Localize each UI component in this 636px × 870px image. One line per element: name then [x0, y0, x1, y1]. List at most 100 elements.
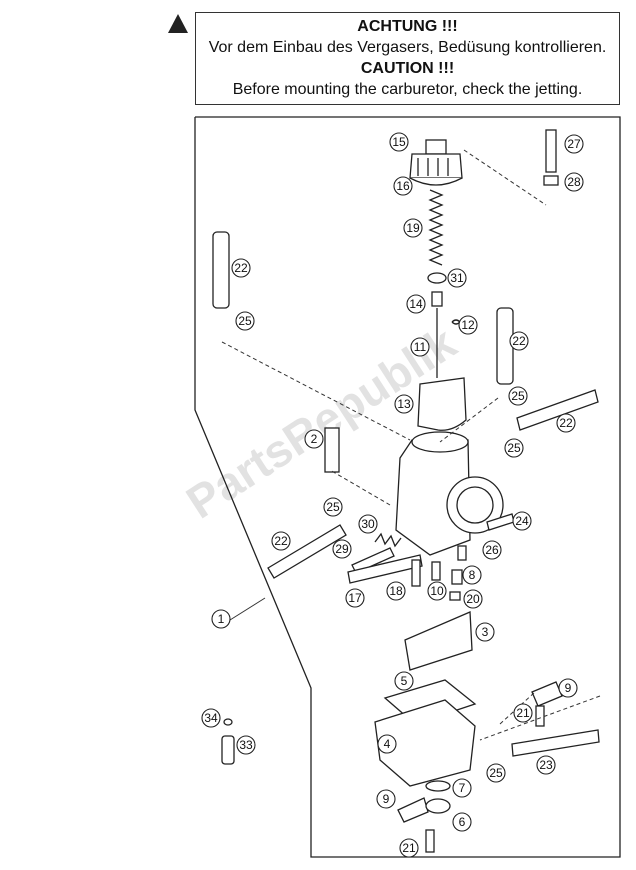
callout-5	[394, 671, 414, 691]
callout-label: 3	[482, 625, 489, 639]
carburetor-body	[395, 431, 504, 556]
float	[404, 611, 473, 671]
callout-27	[564, 134, 584, 154]
callout-label: 34	[204, 711, 218, 725]
drain-plug	[425, 798, 451, 814]
callout-33	[236, 735, 256, 755]
callout-label: 6	[459, 815, 466, 829]
adjust-screw	[545, 129, 557, 173]
callout-1	[211, 609, 231, 629]
callout-label: 2	[311, 432, 318, 446]
callout-23	[536, 755, 556, 775]
callout-10	[427, 581, 447, 601]
callout-8	[462, 565, 482, 585]
bracket-upper	[531, 681, 563, 707]
callout-label: 14	[409, 297, 423, 311]
callout-label: 33	[239, 738, 253, 752]
vent-hose-lower	[267, 524, 347, 579]
callout-label: 7	[459, 781, 466, 795]
callout-label: 22	[559, 416, 573, 430]
callout-3	[475, 622, 495, 642]
callout-30	[358, 514, 378, 534]
callout-label: 22	[512, 334, 526, 348]
callout-22a	[231, 258, 251, 278]
callout-label: 21	[402, 841, 416, 855]
callout-label: 15	[392, 135, 406, 149]
callout-label: 31	[450, 271, 464, 285]
callout-label: 8	[469, 568, 476, 582]
callout-2	[304, 429, 324, 449]
callouts	[201, 132, 584, 858]
callout-20	[463, 589, 483, 609]
callout-16	[393, 176, 413, 196]
callout-label: 25	[507, 441, 521, 455]
o-ring	[425, 780, 451, 792]
callout-label: 23	[539, 758, 553, 772]
callout-label: 5	[401, 674, 408, 688]
callout-9b	[376, 789, 396, 809]
callout-label: 17	[348, 591, 362, 605]
callout-25c	[504, 438, 524, 458]
callout-21b	[399, 838, 419, 858]
callout-label: 10	[430, 584, 444, 598]
callout-29	[332, 539, 352, 559]
jet-washer	[449, 591, 461, 601]
callout-label: 24	[515, 514, 529, 528]
callout-6	[452, 812, 472, 832]
callout-7	[452, 778, 472, 798]
callout-9a	[558, 678, 578, 698]
spring	[428, 189, 444, 266]
callout-label: 27	[567, 137, 581, 151]
vent-hose-side	[516, 389, 599, 431]
callout-11	[410, 337, 430, 357]
drain-hose	[511, 729, 600, 757]
callout-label: 9	[565, 681, 572, 695]
callout-label: 11	[414, 340, 427, 354]
notice-title-de: ACHTUNG !!!	[357, 18, 458, 35]
screw-lower	[425, 829, 435, 853]
callout-label: 22	[274, 534, 288, 548]
throttle-stop-screw	[347, 554, 423, 584]
callout-15	[389, 132, 409, 152]
callout-14	[406, 294, 426, 314]
notice-text-de: Vor dem Einbau des Vergasers, Bedüsung k…	[208, 39, 607, 56]
callout-label: 18	[389, 584, 403, 598]
callout-label: 1	[218, 612, 225, 626]
callout-19	[403, 218, 423, 238]
parts	[212, 129, 600, 853]
main-jet	[431, 561, 441, 581]
notice-text-en: Before mounting the carburetor, check th…	[232, 81, 583, 98]
callout-label: 4	[384, 737, 391, 751]
callout-25e	[486, 763, 506, 783]
callout-22c	[556, 413, 576, 433]
callout-31	[447, 268, 467, 288]
callout-label: 22	[234, 261, 248, 275]
callout-label: 21	[516, 706, 530, 720]
warning-triangle-icon	[168, 14, 188, 33]
notice-title-en: CAUTION !!!	[360, 60, 455, 77]
callout-label: 29	[335, 542, 349, 556]
callout-label: 25	[238, 314, 252, 328]
screw-upper	[535, 705, 545, 727]
vent-hose-right	[496, 307, 514, 385]
nut	[543, 175, 559, 186]
needle-retainer	[427, 272, 447, 284]
caution-notice: ACHTUNG !!! Vor dem Einbau des Vergasers…	[195, 12, 620, 105]
vent-hose-left	[212, 231, 230, 309]
small-washer	[223, 718, 233, 726]
callout-label: 25	[511, 389, 525, 403]
callout-21a	[513, 703, 533, 723]
throttle-slide	[417, 377, 467, 431]
callout-label: 19	[406, 221, 420, 235]
callout-label: 26	[485, 543, 499, 557]
assembly-leader	[229, 597, 266, 621]
carburetor-cap	[409, 139, 463, 186]
callout-label: 13	[397, 397, 411, 411]
callout-label: 16	[396, 179, 410, 193]
callout-12	[458, 315, 478, 335]
callout-25a	[235, 311, 255, 331]
callout-18	[386, 581, 406, 601]
callout-label: 9	[383, 792, 390, 806]
callout-label: 20	[466, 592, 480, 606]
